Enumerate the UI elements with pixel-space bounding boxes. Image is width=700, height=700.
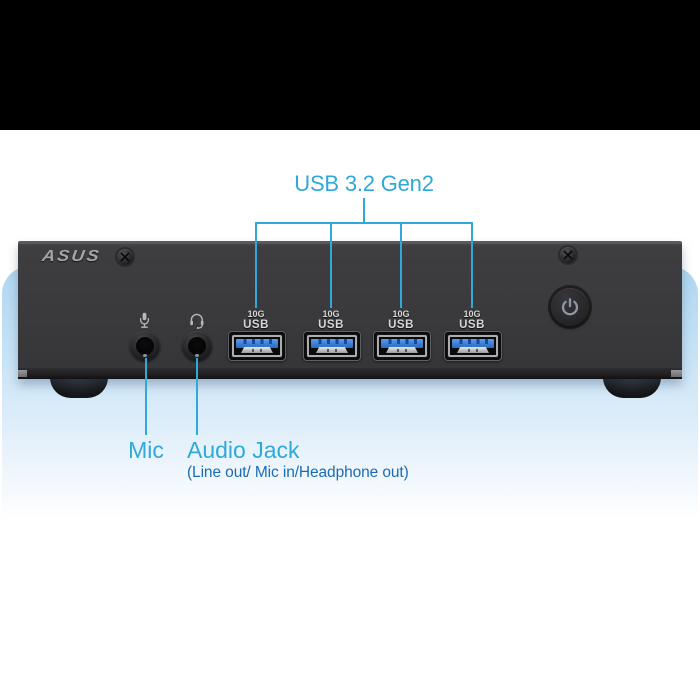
screw-icon: [560, 247, 576, 263]
jack-hole: [136, 337, 154, 355]
usb-tongue: [311, 339, 353, 348]
usb-port-label: 10G USB: [318, 309, 344, 332]
usb-contact-marks: [321, 349, 343, 352]
mini-pc-front-panel: ASUS: [18, 241, 682, 379]
usb-port-3: [373, 331, 431, 361]
mic-icon: [138, 312, 151, 334]
usb-callout-horizontal-line: [255, 222, 473, 224]
usb-tongue: [236, 339, 278, 348]
usb-frame: [307, 335, 357, 357]
usb-port-label: 10G USB: [388, 309, 414, 332]
asus-logo: ASUS: [40, 248, 103, 265]
mic-jack: [130, 331, 160, 361]
power-icon: [561, 298, 579, 316]
screw-icon: [117, 249, 133, 265]
usb-port-1: [228, 331, 286, 361]
chassis-notch-left: [18, 370, 27, 377]
headset-icon: [189, 312, 205, 334]
power-button: [551, 288, 589, 326]
chassis-notch-right: [671, 370, 682, 377]
usb-frame: [377, 335, 427, 357]
top-black-band: [0, 0, 700, 130]
usb-port-label: 10G USB: [243, 309, 269, 332]
usb-callout-title: USB 3.2 Gen2: [294, 171, 434, 196]
jack-notch: [143, 354, 147, 357]
audio-jack: [182, 331, 212, 361]
usb-frame: [232, 335, 282, 357]
usb-port-4: [444, 331, 502, 361]
usb-contact-marks: [246, 349, 268, 352]
usb-port-label: 10G USB: [459, 309, 485, 332]
usb-frame: [448, 335, 498, 357]
jack-notch: [195, 354, 199, 357]
usb-callout-stem-line: [363, 198, 365, 224]
chassis-bottom-edge: [18, 368, 682, 379]
usb-contact-marks: [462, 349, 484, 352]
jack-hole: [188, 337, 206, 355]
chassis-top-edge: [18, 241, 682, 244]
usb-tongue: [381, 339, 423, 348]
usb-contact-marks: [391, 349, 413, 352]
usb-port-2: [303, 331, 361, 361]
usb-tongue: [452, 339, 494, 348]
